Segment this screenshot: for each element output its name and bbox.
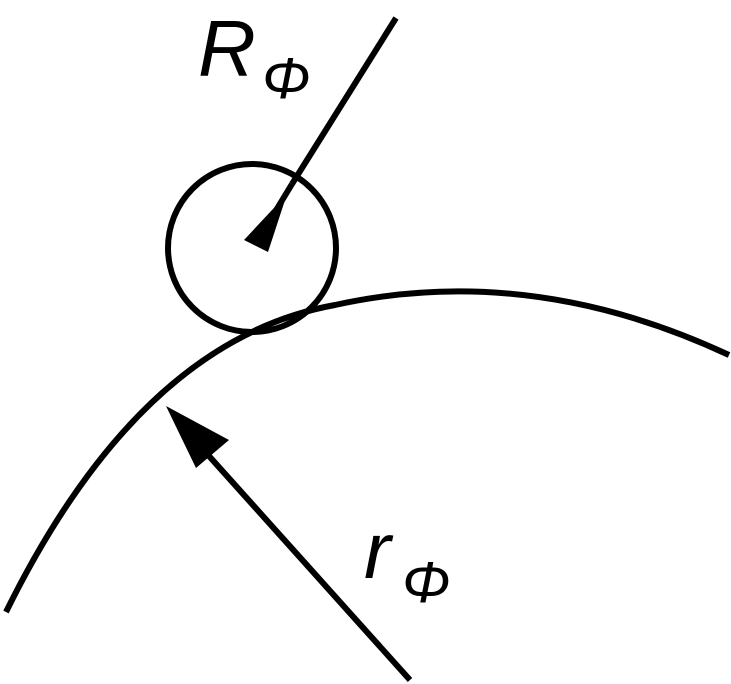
osculating-circle	[165, 161, 339, 335]
curved-surface-arc	[3, 288, 731, 614]
small-radius-arrowhead	[166, 406, 229, 468]
small-radius-label: r Φ	[364, 506, 451, 615]
big-radius-label-main: R	[198, 4, 256, 93]
small-radius-label-main: r	[364, 506, 394, 595]
big-radius-label-subscript: Φ	[262, 46, 311, 111]
big-radius-arrowhead	[244, 194, 287, 252]
big-radius-leader-line	[289, 16, 399, 186]
small-radius-leader-line	[197, 443, 413, 683]
big-radius-label: R Φ	[198, 4, 311, 111]
small-radius-label-subscript: Φ	[402, 550, 451, 615]
